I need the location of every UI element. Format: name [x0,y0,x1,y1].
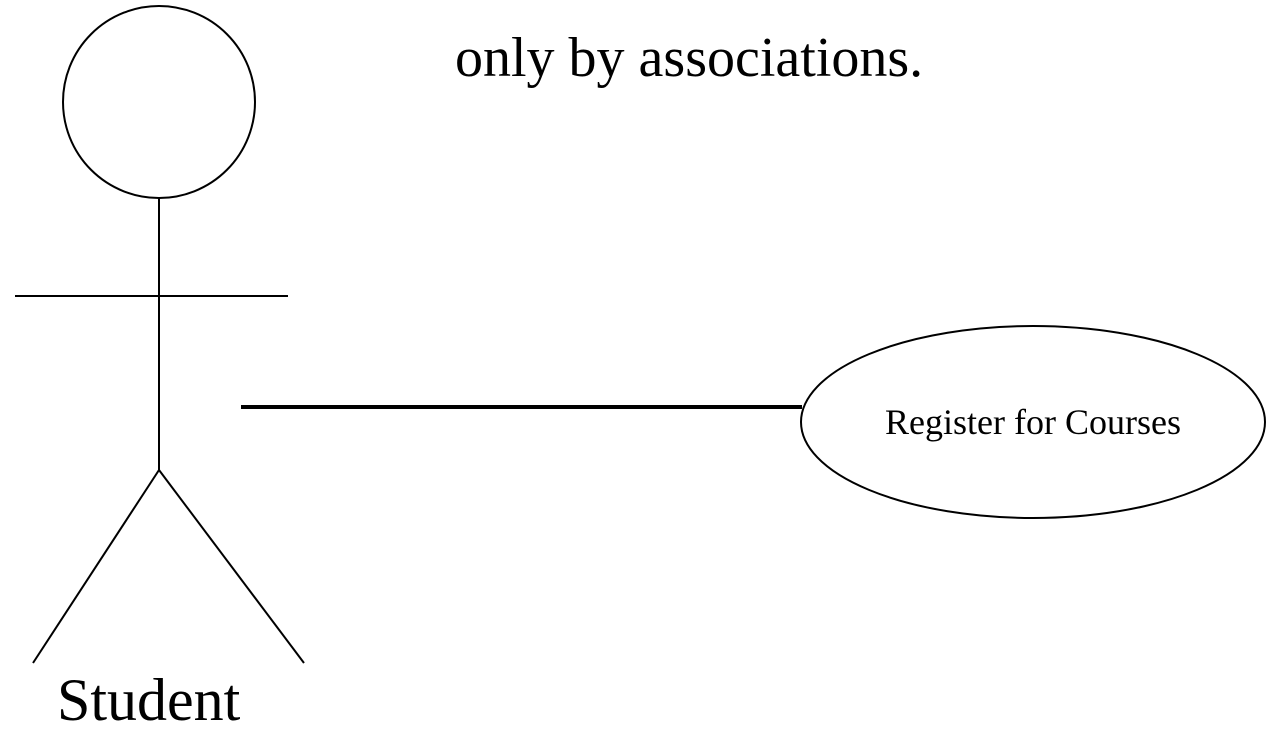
heading-text: only by associations. [455,27,924,89]
use-case-label: Register for Courses [885,402,1181,442]
actor-stick-figure [15,5,305,664]
actor-head [62,5,256,199]
use-case-ellipse[interactable] [800,325,1266,519]
actor-label: Student [57,667,241,733]
actor-left-leg [32,469,160,664]
actor-right-leg [158,469,305,664]
